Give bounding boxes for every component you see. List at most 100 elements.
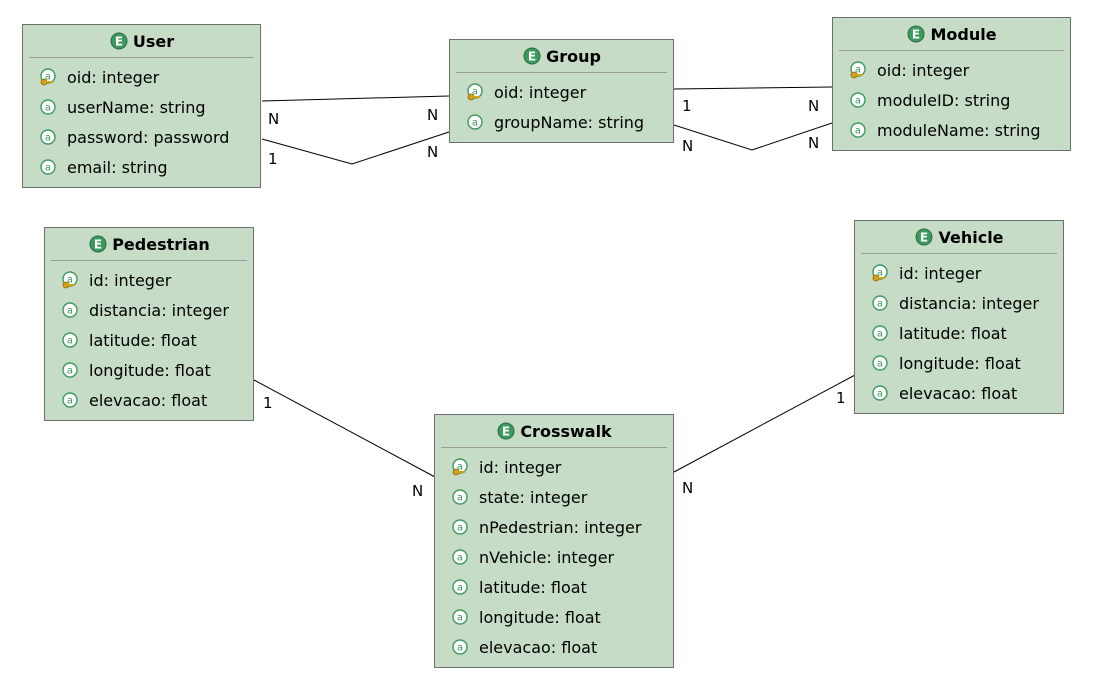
attribute-text: password: password <box>67 127 230 147</box>
attribute-icon: a <box>39 97 59 117</box>
attribute-row[interactable]: a oid: integer <box>833 55 1070 85</box>
relationship-user-group-nn[interactable] <box>261 95 450 102</box>
attribute-icon: a <box>451 517 471 537</box>
attribute-row[interactable]: a oid: integer <box>23 62 260 92</box>
cardinality-label: N <box>808 97 820 115</box>
attribute-row[interactable]: a distancia: integer <box>855 288 1063 318</box>
key-attribute-icon: a <box>61 270 81 290</box>
attribute-row[interactable]: a latitude: float <box>855 318 1063 348</box>
attribute-row[interactable]: a oid: integer <box>450 77 673 107</box>
attribute-row[interactable]: a password: password <box>23 122 260 152</box>
attribute-icon: a <box>871 323 891 343</box>
svg-text:E: E <box>115 35 123 49</box>
key-attribute-icon: a <box>39 67 59 87</box>
attribute-text: oid: integer <box>67 67 160 87</box>
entity-icon: E <box>109 31 129 51</box>
attribute-icon: a <box>849 120 869 140</box>
attribute-row[interactable]: a email: string <box>23 152 260 182</box>
cardinality-label: N <box>427 143 439 161</box>
relationship-group-module-1n[interactable] <box>673 86 833 90</box>
attribute-text: email: string <box>67 157 168 177</box>
svg-text:a: a <box>45 72 51 83</box>
svg-text:E: E <box>912 28 920 42</box>
relationship-user-group-1n[interactable] <box>261 131 450 165</box>
attribute-icon: a <box>871 353 891 373</box>
attribute-row[interactable]: a latitude: float <box>45 325 253 355</box>
attribute-text: nVehicle: integer <box>479 547 615 567</box>
entity-icon: E <box>88 234 108 254</box>
attribute-text: moduleID: string <box>877 90 1011 110</box>
svg-text:a: a <box>877 299 883 310</box>
cardinality-label: N <box>412 482 424 500</box>
attribute-text: elevacao: float <box>899 383 1018 403</box>
attribute-icon: a <box>871 383 891 403</box>
attribute-text: oid: integer <box>494 82 587 102</box>
relationship-vehicle-crosswalk[interactable] <box>673 374 856 473</box>
attribute-icon: a <box>466 112 486 132</box>
svg-text:a: a <box>855 126 861 137</box>
entity-icon: E <box>496 421 516 441</box>
attribute-icon: a <box>39 127 59 147</box>
attribute-text: latitude: float <box>89 330 197 350</box>
attribute-row[interactable]: a moduleID: string <box>833 85 1070 115</box>
attribute-text: elevacao: float <box>89 390 208 410</box>
svg-text:a: a <box>877 268 883 279</box>
attribute-text: latitude: float <box>899 323 1007 343</box>
relationship-group-module-nn[interactable] <box>673 122 833 151</box>
svg-text:a: a <box>67 306 73 317</box>
attribute-text: longitude: float <box>89 360 211 380</box>
key-attribute-icon: a <box>849 60 869 80</box>
cardinality-label: N <box>682 137 694 155</box>
attribute-icon: a <box>39 157 59 177</box>
attribute-text: distancia: integer <box>89 300 229 320</box>
attribute-icon: a <box>451 487 471 507</box>
svg-text:a: a <box>877 329 883 340</box>
attribute-row[interactable]: a groupName: string <box>450 107 673 137</box>
attribute-text: oid: integer <box>877 60 970 80</box>
cardinality-label: N <box>427 106 439 124</box>
relationship-pedestrian-crosswalk[interactable] <box>253 379 436 478</box>
attribute-text: distancia: integer <box>899 293 1039 313</box>
attribute-row[interactable]: a elevacao: float <box>855 378 1063 408</box>
attribute-row[interactable]: a distancia: integer <box>45 295 253 325</box>
attribute-icon: a <box>451 577 471 597</box>
entity-header: E User <box>29 25 254 58</box>
svg-text:a: a <box>472 87 478 98</box>
svg-text:a: a <box>877 359 883 370</box>
svg-text:a: a <box>67 336 73 347</box>
svg-text:a: a <box>457 462 463 473</box>
key-attribute-icon: a <box>451 457 471 477</box>
entity-title: Module <box>930 24 997 44</box>
attribute-icon: a <box>849 90 869 110</box>
svg-text:a: a <box>45 163 51 174</box>
entity-title: User <box>132 31 175 51</box>
entity-icon: E <box>906 24 926 44</box>
attribute-text: groupName: string <box>494 112 645 132</box>
cardinality-label: 1 <box>682 97 692 115</box>
cardinality-label: N <box>268 110 280 128</box>
